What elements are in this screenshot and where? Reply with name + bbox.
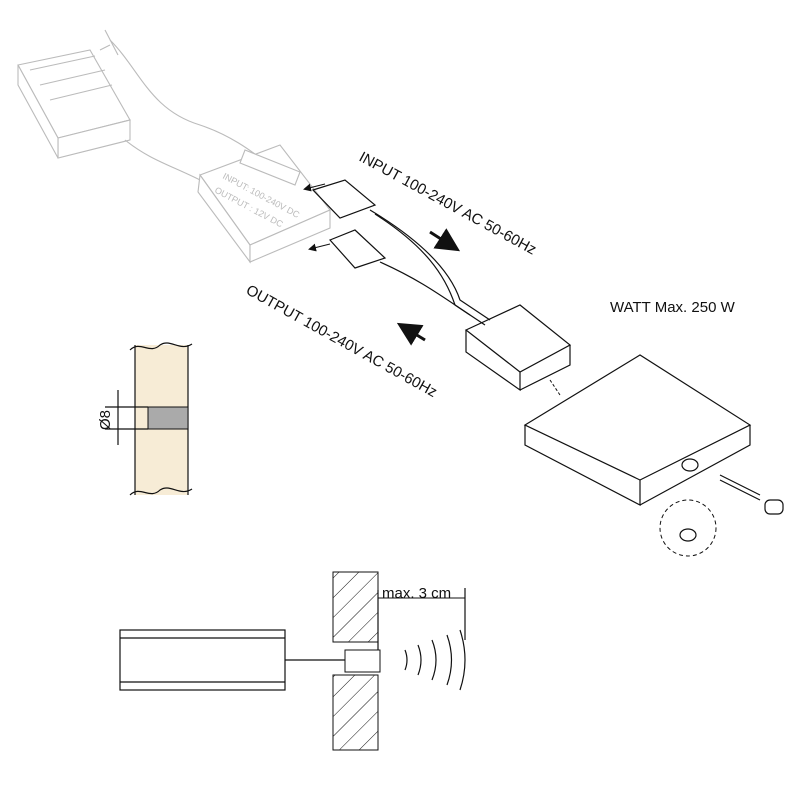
- connector-cables: [303, 179, 572, 392]
- faded-led-driver: INPUT: 100-240V DC OUTPUT : 12V DC: [17, 29, 331, 264]
- output-arrow: [396, 322, 426, 346]
- watt-label: WATT Max. 250 W: [610, 299, 736, 316]
- diameter-label: Ø8: [97, 410, 114, 430]
- light-panel: [523, 354, 784, 557]
- wall-drill-detail: Ø8: [97, 342, 193, 496]
- output-label: OUTPUT 100-240V AC 50-60Hz: [243, 282, 440, 401]
- input-arrow: [429, 228, 461, 252]
- sensor-distance-detail: max. 3 cm: [119, 571, 466, 751]
- distance-label: max. 3 cm: [382, 585, 451, 602]
